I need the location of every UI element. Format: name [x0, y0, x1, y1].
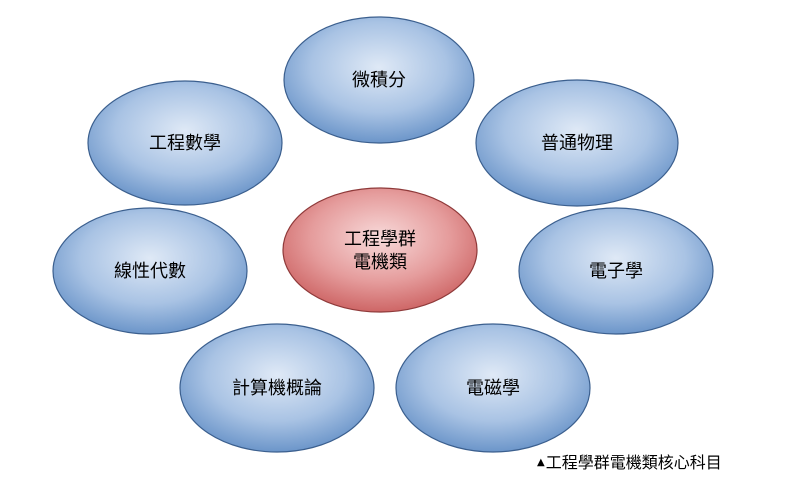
- subject-label-physics: 普通物理: [541, 133, 613, 154]
- center-label-line1: 工程學群: [344, 229, 416, 250]
- subject-label-calculus: 微積分: [352, 70, 406, 91]
- caption-text: 工程學群電機類核心科目: [545, 453, 722, 472]
- subject-label-electronics: 電子學: [589, 261, 643, 282]
- subject-node-calculus: 微積分: [283, 16, 475, 144]
- subject-node-electronics: 電子學: [518, 207, 714, 335]
- subject-node-electromagnetics: 電磁學: [395, 323, 591, 453]
- subject-node-intro-computing: 計算機概論: [179, 323, 375, 453]
- center-node: 工程學群 電機類: [282, 187, 478, 313]
- subject-label-engineering-math: 工程數學: [149, 133, 221, 154]
- subject-label-intro-computing: 計算機概論: [232, 378, 322, 399]
- subject-node-physics: 普通物理: [475, 79, 679, 207]
- center-label-line2: 電機類: [353, 252, 407, 273]
- subject-label-electromagnetics: 電磁學: [466, 378, 520, 399]
- subject-node-engineering-math: 工程數學: [87, 80, 283, 206]
- subject-label-linear-algebra: 線性代數: [114, 261, 186, 282]
- figure-caption: ▲工程學群電機類核心科目: [537, 453, 722, 473]
- subject-node-linear-algebra: 線性代數: [52, 207, 248, 335]
- triangle-marker-icon: ▲: [537, 457, 545, 468]
